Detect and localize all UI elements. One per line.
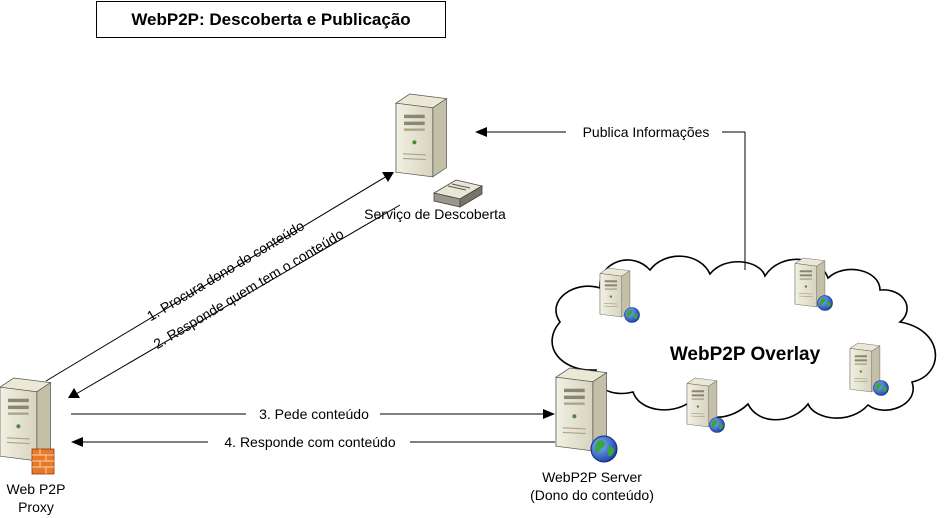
globe-icon xyxy=(817,295,833,311)
edge-step4: 4. Responde com conteúdo xyxy=(71,434,555,450)
overlay-label: WebP2P Overlay xyxy=(670,344,821,365)
overlay-server-icon xyxy=(599,267,631,318)
discovery-label: Serviço de Descoberta xyxy=(364,206,506,222)
server-label-line1: WebP2P Server xyxy=(542,469,642,485)
diagram-title: WebP2P: Descoberta e Publicação xyxy=(96,1,446,38)
edge-publish: Publica Informações xyxy=(475,124,746,270)
globe-icon xyxy=(624,307,640,323)
brick-firewall-icon xyxy=(31,448,55,475)
discovery-server-icon xyxy=(395,93,448,178)
edge-step1: 1. Procura dono do conteúdo xyxy=(45,172,394,382)
globe-icon xyxy=(590,435,618,463)
proxy-server-icon xyxy=(0,377,52,462)
globe-icon xyxy=(873,380,889,396)
publish-label: Publica Informações xyxy=(583,124,710,140)
step4-label: 4. Responde com conteúdo xyxy=(224,434,395,450)
step3-label: 3. Pede conteúdo xyxy=(259,406,369,422)
edge-step2: 2. Responde quem tem o conteúdo xyxy=(68,204,401,398)
proxy-label-line1: Web P2P xyxy=(7,481,66,497)
overlay-cloud xyxy=(551,255,937,421)
proxy-label-line2: Proxy xyxy=(18,499,54,515)
edge-step3: 3. Pede conteúdo xyxy=(71,406,555,422)
server-label-line2: (Dono do conteúdo) xyxy=(530,487,654,503)
globe-icon xyxy=(709,417,725,433)
database-drive-icon xyxy=(432,179,484,208)
